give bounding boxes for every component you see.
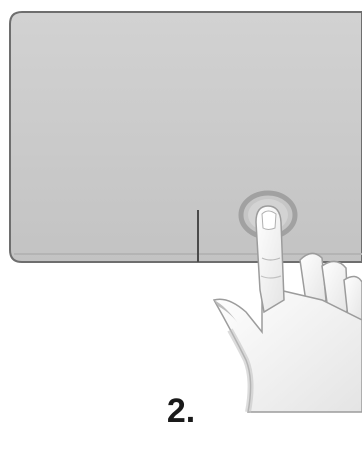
touchpad-surface [10, 12, 362, 262]
touchpad [10, 12, 362, 262]
step-number-label: 2. [0, 392, 362, 431]
